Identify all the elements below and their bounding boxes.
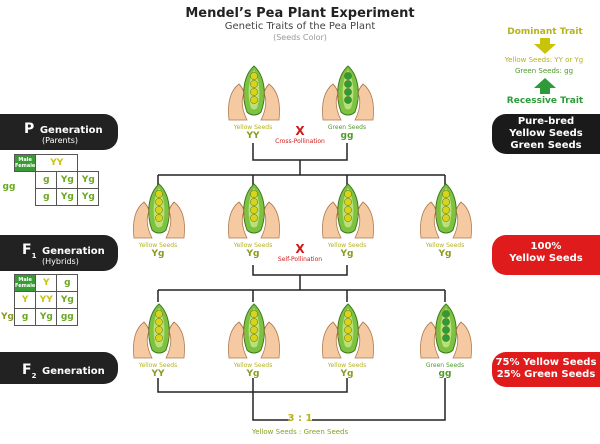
p-sub: (Parents) (42, 136, 79, 145)
punnett-p-corner: Male Female (13, 154, 37, 172)
punnett-p-top-1: Y (50, 158, 57, 168)
f1-sub: (Hybrids) (42, 257, 79, 266)
f2-pod-label: Green Seeds (425, 362, 465, 369)
pea-pod-icon (322, 65, 374, 121)
punnett-f1-cell: g (13, 308, 37, 326)
f1-pod-geno: Yg (246, 249, 260, 259)
f2-pod-label: Yellow Seeds (233, 362, 273, 369)
f1-pod-geno: Yg (151, 249, 165, 259)
p-result-box: Pure-bred Yellow Seeds Green Seeds (492, 114, 600, 154)
page-title: Mendel’s Pea Plant Experiment (185, 6, 415, 21)
f1-index: 1 (31, 252, 37, 261)
ratio-label: Yellow Seeds : Green Seeds (251, 428, 349, 436)
p-pod-2-label: Green Seeds (327, 124, 367, 131)
punnett-f1-side: Yg (1, 312, 14, 322)
f2-pod-geno: Yg (246, 369, 260, 379)
page-subtitle: Genetic Traits of the Pea Plant (224, 21, 376, 32)
f1-pod-label: Yellow Seeds (233, 242, 273, 249)
f1-word: Generation (42, 246, 105, 257)
self-pollination-label: Self-Pollination (277, 256, 323, 263)
yellow-genotype-text: Yellow Seeds: YY or Yg (504, 56, 584, 64)
f1-pod-geno: Yg (340, 249, 354, 259)
f2-result-box: 75% Yellow Seeds 25% Green Seeds (492, 352, 600, 387)
punnett-square-p: Male Female YY gg g Yg Yg g Yg Yg (3, 154, 100, 206)
f1-result-box: 100% Yellow Seeds (492, 235, 600, 275)
pea-pod-icon (133, 183, 185, 239)
f1-generation-label: F1 Generation (Hybrids) (0, 235, 118, 271)
punnett-p-top-2: Y (56, 158, 64, 168)
f2-result-line-2: 25% Green Seeds (496, 369, 596, 380)
f1-pod-label: Yellow Seeds (425, 242, 465, 249)
p-word: Generation (39, 125, 103, 136)
pea-pod-icon (420, 303, 472, 359)
punnett-p-cell: Yg (77, 188, 100, 206)
pea-pod-icon (228, 183, 280, 239)
green-genotype-text: Green Seeds: gg (514, 67, 574, 75)
recessive-trait-label: Recessive Trait (506, 96, 584, 106)
punnett-p-side: gg (2, 182, 16, 192)
f1-pod-geno: Yg (438, 249, 452, 259)
p-result-line-3: Green Seeds (510, 140, 582, 151)
f1-letter: F (22, 242, 32, 258)
f2-pod-label: Yellow Seeds (138, 362, 178, 369)
f2-pod-geno: YY (151, 369, 165, 379)
cross-pollination-label: Cross-Pollination (275, 138, 325, 145)
cross-mark: X (295, 124, 305, 138)
p-pod-2-geno: gg (340, 131, 354, 141)
p-letter: P (24, 121, 35, 137)
f2-pod-label: Yellow Seeds (327, 362, 367, 369)
pea-pod-icon (420, 183, 472, 239)
p-generation-label: P Generation (Parents) (0, 114, 118, 150)
p-pod-1-label: Yellow Seeds (233, 124, 273, 131)
f2-letter: F (22, 362, 32, 378)
self-mark: X (295, 242, 305, 256)
f1-result-line-2: Yellow Seeds (509, 253, 583, 264)
f2-pod-geno: gg (438, 369, 452, 379)
f2-result-line-1: 75% Yellow Seeds (495, 357, 597, 368)
pea-pod-icon (228, 303, 280, 359)
pea-pod-icon (133, 303, 185, 359)
f1-result-line-1: 100% (530, 241, 562, 252)
recessive-arrow-icon (534, 78, 556, 94)
f1-pod-label: Yellow Seeds (327, 242, 367, 249)
f2-pod-geno: Yg (340, 369, 354, 379)
dominant-trait-label: Dominant Trait (507, 27, 583, 37)
f2-generation-label: F2 Generation (0, 352, 118, 384)
pea-pod-icon (322, 183, 374, 239)
f2-index: 2 (31, 372, 37, 381)
f1-pod-label: Yellow Seeds (138, 242, 178, 249)
p-result-line-2: Yellow Seeds (509, 128, 583, 139)
dominant-arrow-icon (534, 38, 556, 54)
p-result-line-1: Pure-bred (517, 116, 575, 127)
ratio-value: 3 : 1 (287, 413, 313, 424)
punnett-p-top: YY (35, 154, 79, 172)
page-note: (Seeds Color) (273, 33, 327, 42)
pea-pod-icon (228, 65, 280, 121)
p-pod-1-geno: YY (246, 131, 260, 141)
pea-pod-icon (322, 303, 374, 359)
f2-word: Generation (42, 366, 105, 377)
punnett-f1-cell: gg (56, 308, 79, 326)
punnett-square-f1: Male Female Y g Y YY Yg g Yg gg (13, 274, 79, 326)
